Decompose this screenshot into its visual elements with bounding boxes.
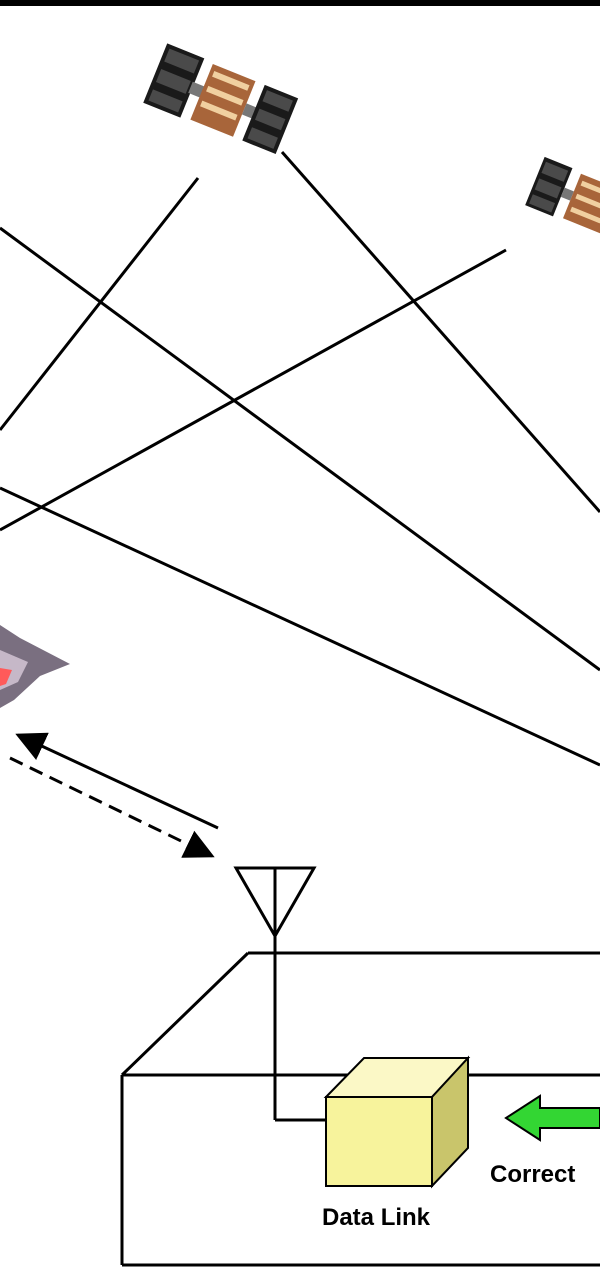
data-link-cube-icon <box>326 1058 468 1186</box>
data-link-label: Data Link <box>322 1204 431 1231</box>
correction-label: Correct <box>490 1161 575 1188</box>
top-border <box>0 0 600 6</box>
satellite-icon <box>143 43 299 156</box>
uplink-arrow <box>18 735 218 828</box>
signal-line <box>0 250 506 530</box>
downlink-arrow-dashed <box>10 758 212 856</box>
antenna-icon <box>236 868 328 1120</box>
correction-arrow-icon <box>506 1096 600 1140</box>
signal-lines <box>0 152 600 765</box>
signal-line <box>0 228 600 670</box>
signal-line <box>0 488 600 765</box>
signal-line <box>0 178 198 430</box>
aircraft-icon <box>0 625 70 708</box>
satellite-icon <box>525 157 600 235</box>
